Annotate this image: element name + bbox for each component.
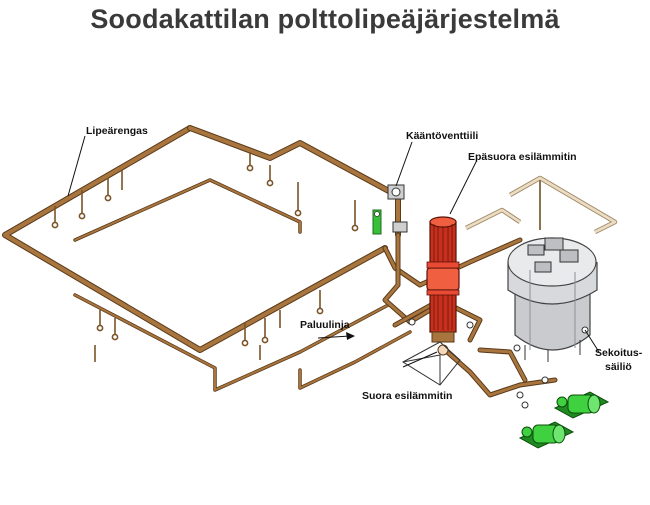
- label-mixing-tank-line1: Sekoitus-: [595, 347, 643, 359]
- return-line-pipe: [382, 232, 558, 398]
- mixing-tank: [507, 237, 598, 362]
- pump-line-valves: [408, 318, 549, 409]
- pump-lower: [518, 421, 575, 449]
- label-direct-heater: Suora esilämmitin: [362, 390, 452, 402]
- label-return-line: Paluulinja: [300, 319, 350, 331]
- inner-ring-pipe: [73, 178, 412, 392]
- pump-upper: [553, 391, 610, 419]
- liquor-ring-pipe: [2, 125, 401, 353]
- leader-lines: [67, 135, 600, 368]
- burner-branches: [51, 152, 359, 362]
- indirect-heater: [426, 216, 460, 356]
- overhead-frame: [464, 175, 618, 235]
- label-diverter-valve: Kääntöventtiili: [406, 130, 478, 142]
- return-arrow: [317, 332, 355, 340]
- label-indirect-heater: Epäsuora esilämmitin: [468, 151, 577, 163]
- diagram-title: Soodakattilan polttolipeäjärjestelmä: [90, 4, 560, 34]
- label-mixing-tank-line2: säiliö: [605, 361, 632, 373]
- diverter-valve: [372, 184, 408, 235]
- label-liquor-ring: Lipeärengas: [86, 125, 148, 137]
